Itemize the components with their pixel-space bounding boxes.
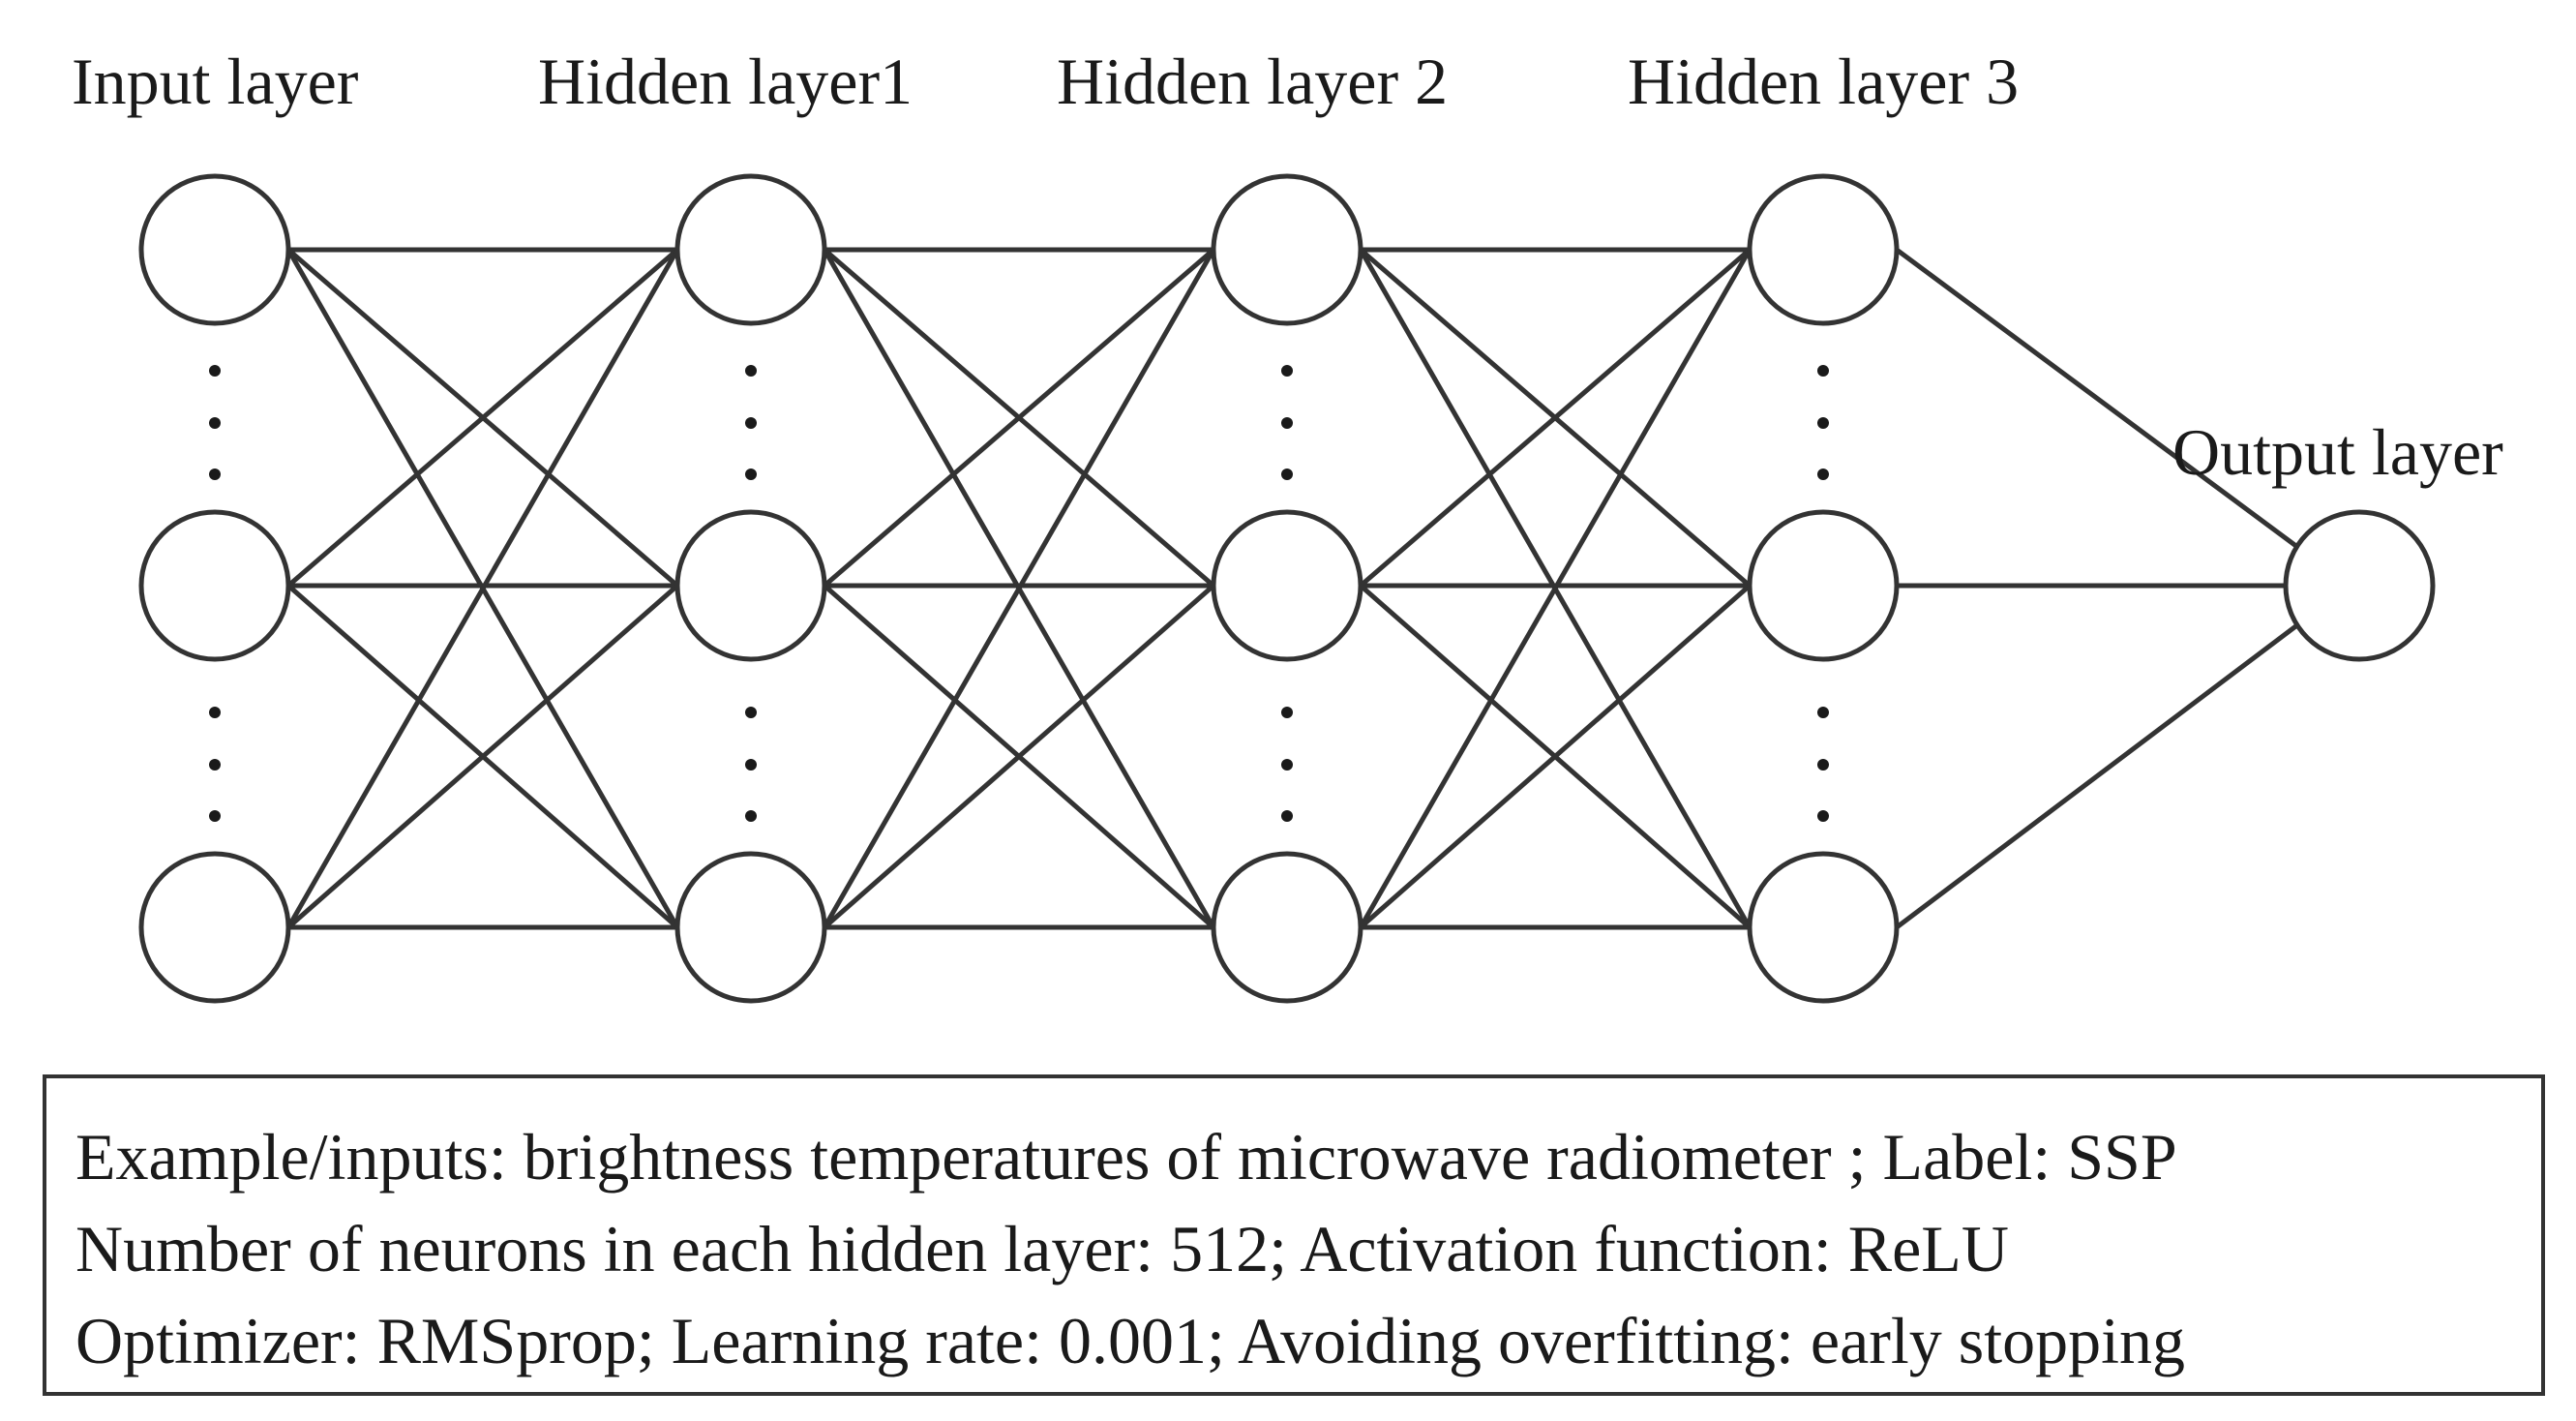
ellipsis-dot [1817,417,1829,429]
hidden-layer-2-label: Hidden layer 2 [1057,45,1449,118]
ellipsis-dot [209,707,221,718]
hidden-neuron [1747,173,1900,326]
connections [285,247,2299,930]
ellipsis-dot [1817,810,1829,822]
hyperparameter-info-box: Example/inputs: brightness temperatures … [43,1074,2545,1396]
ellipsis-dot [745,365,757,377]
ellipsis-dot [1281,707,1293,718]
ellipsis-dot [1817,707,1829,718]
info-line-neurons: Number of neurons in each hidden layer: … [75,1212,2009,1285]
ellipsis-dot [1281,810,1293,822]
connection-line [286,248,679,588]
connection-line [823,584,1215,929]
hidden-neuron [1211,173,1363,326]
output-neuron [2283,509,2436,662]
input-neuron [138,173,291,326]
ellipsis-dot [1281,417,1293,429]
hidden-neuron [1211,851,1363,1004]
ellipsis-dot [209,417,221,429]
hidden-neuron [1747,851,1900,1004]
connection-line [822,248,1216,929]
connection-line [823,248,1215,588]
input-layer-label: Input layer [72,45,359,118]
hidden-neuron [674,851,827,1004]
connection-line [286,584,679,929]
connection-line [285,248,680,929]
ellipsis-dots [209,365,1829,822]
connection-line [1895,622,2299,929]
ellipsis-dot [209,469,221,480]
output-layer-label: Output layer [2172,415,2503,489]
hidden-neuron [1747,509,1900,662]
input-neuron [138,851,291,1004]
info-line-optimizer: Optimizer: RMSprop; Learning rate: 0.001… [75,1304,2186,1377]
hidden-neuron [674,173,827,326]
input-neuron [138,509,291,662]
ellipsis-dot [209,810,221,822]
ellipsis-dot [1817,759,1829,771]
hidden-neuron [1211,509,1363,662]
hidden-layer-3-label: Hidden layer 3 [1628,45,2020,118]
ellipsis-dot [745,469,757,480]
connection-line [1359,248,1752,588]
neurons [138,173,2436,1004]
ellipsis-dot [1281,365,1293,377]
connection-line [1895,247,2299,549]
ellipsis-dot [209,759,221,771]
ellipsis-dot [1281,759,1293,771]
ellipsis-dot [1817,469,1829,480]
connection-line [1358,248,1752,929]
connection-line [1359,584,1752,929]
ellipsis-dot [1817,365,1829,377]
ellipsis-dot [745,810,757,822]
ellipsis-dot [745,707,757,718]
ellipsis-dot [209,365,221,377]
hidden-neuron [674,509,827,662]
ellipsis-dot [1281,469,1293,480]
hidden-layer-1-label: Hidden layer1 [538,45,914,118]
ellipsis-dot [745,759,757,771]
ellipsis-dot [745,417,757,429]
info-line-inputs: Example/inputs: brightness temperatures … [75,1120,2177,1194]
